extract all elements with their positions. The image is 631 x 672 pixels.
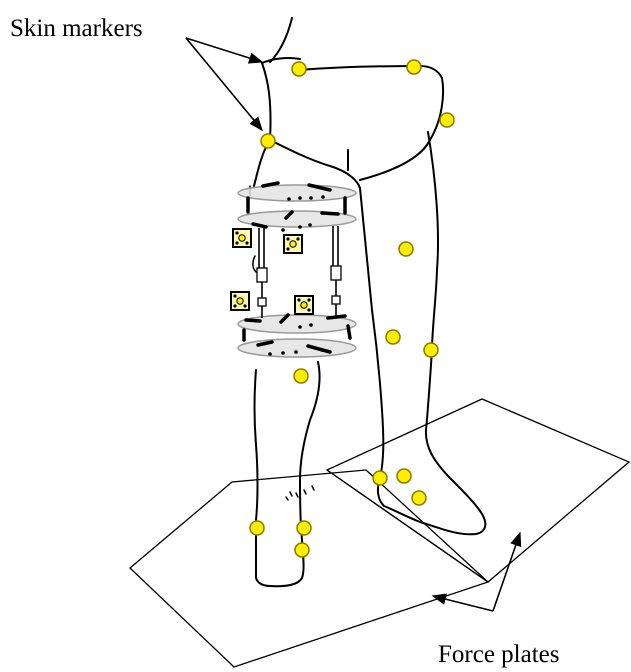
skin-marker (407, 60, 421, 74)
skin-marker (373, 471, 387, 485)
external-fixator (231, 183, 356, 357)
skin-marker (292, 62, 306, 76)
skin-markers (250, 60, 454, 557)
force-plate-right (327, 399, 629, 582)
skin-marker (397, 469, 411, 483)
square-marker-plate-icon (284, 235, 302, 253)
fixator-lower-ring (238, 315, 356, 357)
square-marker-plate-icon (233, 229, 251, 247)
skin-marker (261, 134, 275, 148)
skin-marker (294, 369, 308, 383)
force-plate-left (130, 470, 488, 667)
skin-marker (424, 343, 438, 357)
skin-marker (297, 521, 311, 535)
skin-marker (399, 242, 413, 256)
body-outline (250, 18, 485, 586)
skin-marker (412, 491, 426, 505)
square-marker-plate-icon (295, 296, 313, 314)
fixator-upper-ring (238, 183, 356, 232)
skin-markers-arrows (186, 38, 262, 130)
skin-marker (386, 330, 400, 344)
skin-markers-label: Skin markers (10, 15, 143, 42)
square-marker-plate-icon (231, 292, 249, 310)
force-plates-label: Force plates (438, 641, 559, 668)
force-plates (130, 399, 629, 667)
skin-marker (440, 113, 454, 127)
skin-marker (295, 543, 309, 557)
skin-marker (250, 521, 264, 535)
fixator-marker-plates (231, 229, 313, 314)
force-plate-divider (327, 470, 488, 582)
